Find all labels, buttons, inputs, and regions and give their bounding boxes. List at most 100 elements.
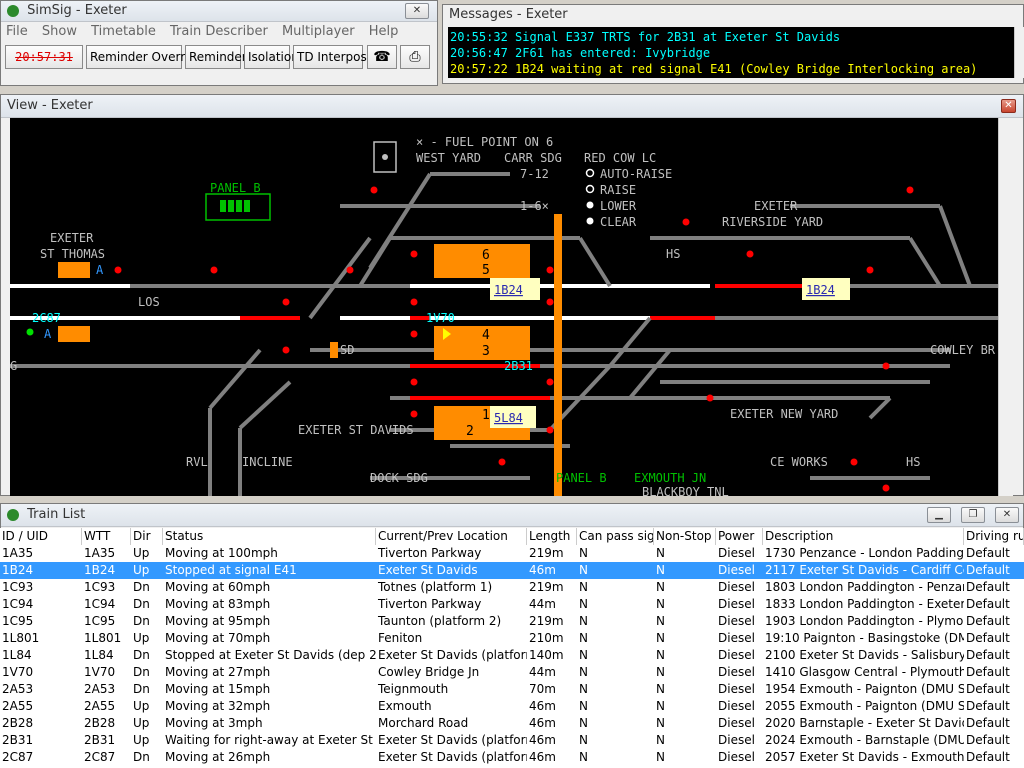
- signal-red[interactable]: [410, 410, 418, 418]
- signal-red[interactable]: [546, 266, 554, 274]
- menu-file[interactable]: File: [6, 24, 28, 39]
- signal-red[interactable]: [682, 218, 690, 226]
- track-segment[interactable]: [868, 396, 892, 420]
- train-description-1b24-a[interactable]: 1B24: [494, 283, 523, 297]
- lc-lower-indicator[interactable]: [586, 201, 594, 209]
- signal-red[interactable]: [546, 378, 554, 386]
- view-close-button[interactable]: ✕: [1001, 99, 1016, 113]
- train-berth[interactable]: [802, 278, 850, 300]
- clock-display[interactable]: 20:57:31: [5, 45, 83, 69]
- menu-multiplayer[interactable]: Multiplayer: [281, 24, 355, 39]
- signal-red[interactable]: [882, 484, 890, 492]
- train-description-2c87[interactable]: 2C87: [32, 311, 61, 325]
- column-header-power[interactable]: Power: [716, 528, 763, 545]
- signal-red[interactable]: [282, 298, 290, 306]
- track-segment[interactable]: [578, 236, 612, 288]
- signal-red[interactable]: [498, 458, 506, 466]
- column-header-non-stop[interactable]: Non-Stop: [654, 528, 716, 545]
- lc-autoraise-indicator[interactable]: [585, 168, 595, 178]
- menu-timetable[interactable]: Timetable: [91, 24, 156, 39]
- signal-red[interactable]: [866, 266, 874, 274]
- signal-red[interactable]: [706, 394, 714, 402]
- column-header-id[interactable]: ID / UID: [0, 528, 82, 545]
- column-header-dir[interactable]: Dir: [131, 528, 163, 545]
- view-scrollbar[interactable]: [998, 118, 1013, 496]
- platform-4-3[interactable]: [434, 326, 530, 360]
- lc-clear-indicator[interactable]: [586, 217, 594, 225]
- column-header-wtt[interactable]: WTT: [82, 528, 131, 545]
- signal-red[interactable]: [210, 266, 218, 274]
- signal-green[interactable]: [26, 328, 34, 336]
- platform-sd[interactable]: [330, 342, 338, 358]
- simsig-titlebar[interactable]: SimSig - Exeter ✕: [1, 1, 437, 22]
- signal-red[interactable]: [746, 250, 754, 258]
- platform-st-thomas-bottom[interactable]: [58, 326, 90, 342]
- simsig-close-button[interactable]: ✕: [405, 3, 429, 19]
- platform-strip[interactable]: [554, 214, 562, 496]
- column-header-driving-rules[interactable]: Driving rules: [964, 528, 1024, 545]
- track-segment[interactable]: [238, 380, 292, 430]
- td-interpose-button[interactable]: TD Interpose: [293, 45, 374, 69]
- signalling-diagram[interactable]: × - FUEL POINT ON 6 WEST YARD CARR SDG R…: [10, 118, 998, 496]
- signal-red[interactable]: [410, 330, 418, 338]
- telephone-button[interactable]: ☎: [367, 45, 397, 69]
- signal-red[interactable]: [282, 346, 290, 354]
- track-segment[interactable]: [208, 348, 262, 410]
- signal-red[interactable]: [410, 298, 418, 306]
- lc-raise-indicator[interactable]: [585, 184, 595, 194]
- maximize-button[interactable]: ❐: [961, 507, 985, 523]
- signal-red[interactable]: [114, 266, 122, 274]
- track-segment[interactable]: [938, 205, 972, 287]
- signal-red[interactable]: [906, 186, 914, 194]
- panel-b-box[interactable]: [205, 193, 271, 221]
- signal-red[interactable]: [546, 426, 554, 434]
- signal-red[interactable]: [546, 298, 554, 306]
- train-description-1v70[interactable]: 1V70: [426, 311, 455, 325]
- reminder-button[interactable]: Reminder: [185, 45, 247, 69]
- column-header-status[interactable]: Status: [163, 528, 376, 545]
- print-button[interactable]: ⎙: [400, 45, 430, 69]
- column-header-location[interactable]: Current/Prev Location: [376, 528, 527, 545]
- isolation-button[interactable]: Isolation: [244, 45, 299, 69]
- signal-red[interactable]: [850, 458, 858, 466]
- platform-st-thomas-top[interactable]: [58, 262, 90, 278]
- messages-titlebar[interactable]: Messages - Exeter: [443, 5, 1023, 25]
- train-description-2b31[interactable]: 2B31: [504, 359, 533, 373]
- train-list-titlebar[interactable]: Train List ▁ ❐ ✕: [1, 504, 1023, 527]
- signal-red[interactable]: [346, 266, 354, 274]
- menu-train-describer[interactable]: Train Describer: [170, 24, 268, 39]
- track-segment[interactable]: [608, 316, 652, 368]
- track-segment[interactable]: [308, 236, 372, 320]
- column-header-length[interactable]: Length: [527, 528, 577, 545]
- train-list-close-button[interactable]: ✕: [995, 507, 1019, 523]
- reminder-override-button[interactable]: Reminder Override: [86, 45, 203, 69]
- minimize-button[interactable]: ▁: [927, 507, 951, 523]
- train-berth[interactable]: [490, 278, 540, 300]
- signal-red[interactable]: [410, 378, 418, 386]
- signal-red[interactable]: [882, 362, 890, 370]
- messages-list[interactable]: 20:55:32 Signal E337 TRTS for 2B31 at Ex…: [448, 27, 1015, 78]
- train-description-5l84[interactable]: 5L84: [494, 411, 523, 425]
- menu-show[interactable]: Show: [41, 24, 77, 39]
- track-segment[interactable]: [628, 348, 672, 400]
- train-berth[interactable]: [490, 406, 536, 428]
- track-segment[interactable]: [358, 236, 392, 288]
- track-segment[interactable]: [908, 236, 942, 288]
- signal-red[interactable]: [370, 186, 378, 194]
- column-header-can-pass[interactable]: Can pass sig: [579, 528, 654, 545]
- platform-6-5[interactable]: [434, 244, 530, 278]
- view-titlebar[interactable]: View - Exeter ✕: [1, 95, 1023, 118]
